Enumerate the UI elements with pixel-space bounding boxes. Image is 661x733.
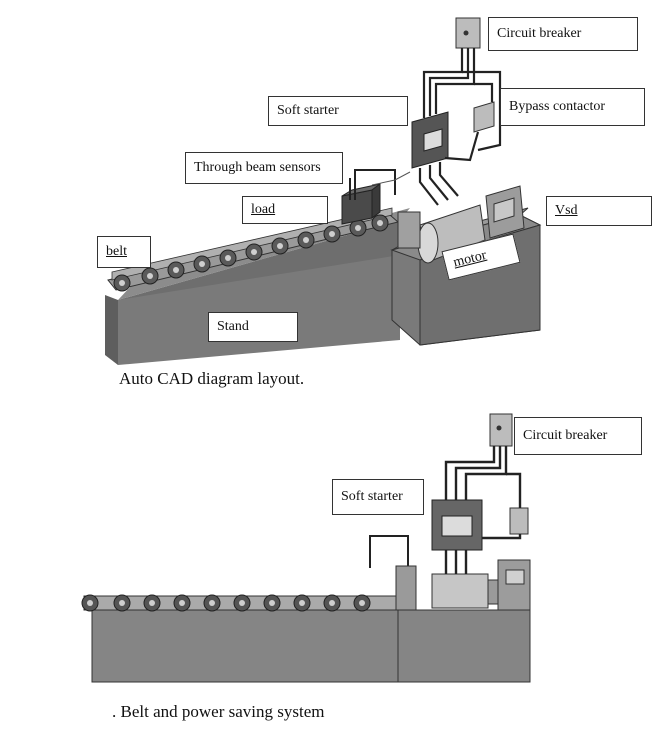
system-vsd <box>497 559 531 611</box>
label-bypass-contactor: Bypass contactor <box>500 88 645 126</box>
label-soft-starter-2: Soft starter <box>332 479 424 515</box>
system-rollers <box>81 594 371 612</box>
system-stand <box>91 609 531 683</box>
label-stand: Stand <box>208 312 298 342</box>
system-bypass-box <box>509 507 529 535</box>
circuit-breaker-box <box>455 17 481 49</box>
label-load: load <box>242 196 328 224</box>
power-cables <box>418 48 502 206</box>
label-belt: belt <box>97 236 151 268</box>
soft-starter-box <box>411 111 449 169</box>
bypass-contactor-box <box>473 101 495 133</box>
figure-1-caption: Auto CAD diagram layout. <box>119 369 305 388</box>
system-circuit-breaker-box <box>489 413 513 447</box>
label-soft-starter: Soft starter <box>268 96 408 126</box>
label-through-beam-sensors: Through beam sensors <box>185 152 343 184</box>
system-motor <box>395 565 499 611</box>
figure-2-caption: . Belt and power saving system <box>112 702 325 721</box>
motor-body <box>397 204 486 264</box>
system-sensor <box>369 535 409 568</box>
label-vsd: Vsd <box>546 196 652 226</box>
vsd-cabinet <box>485 185 525 239</box>
label-circuit-breaker-2: Circuit breaker <box>514 417 642 455</box>
system-cables <box>444 446 522 574</box>
through-beam-sensor <box>349 169 396 200</box>
label-circuit-breaker: Circuit breaker <box>488 17 638 51</box>
system-soft-starter-box <box>431 499 483 551</box>
